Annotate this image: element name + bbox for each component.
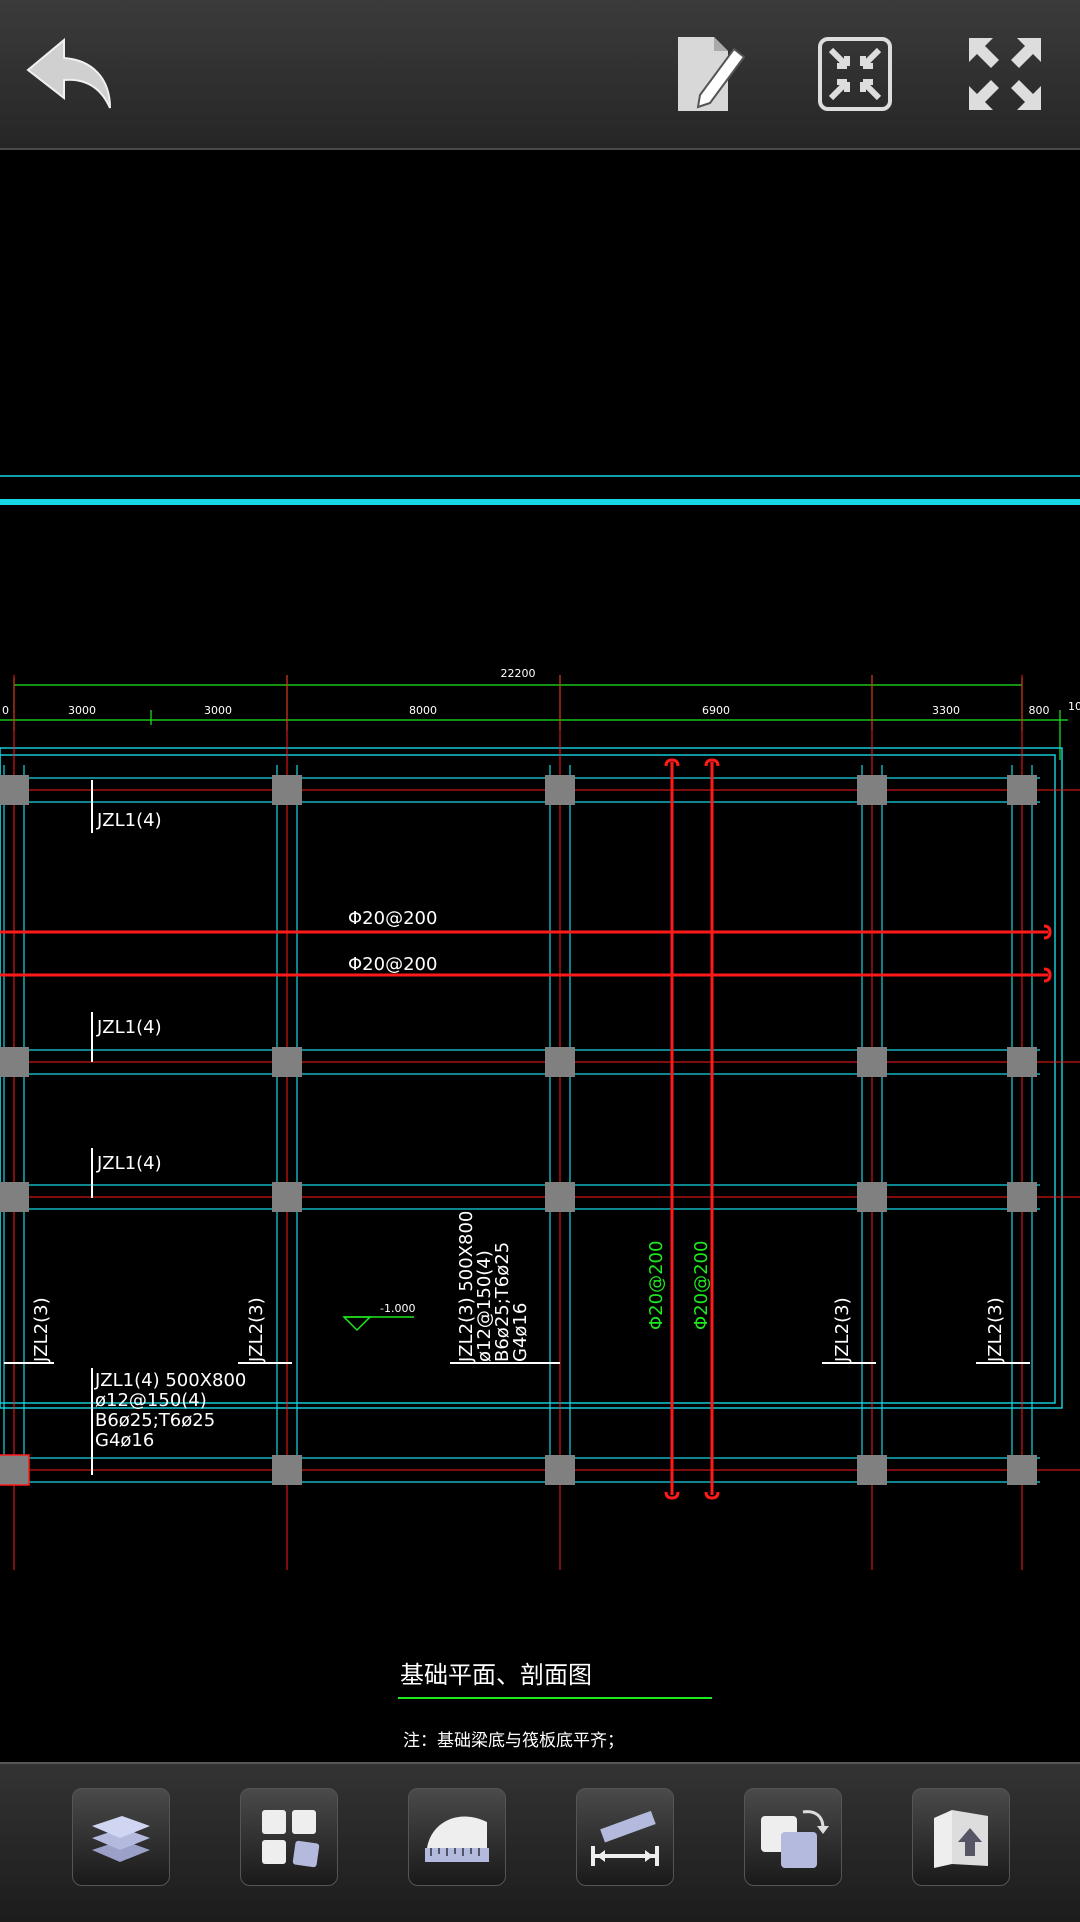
svg-text:ø12@150(4): ø12@150(4): [95, 1390, 207, 1411]
dim-7: 10: [1068, 700, 1080, 713]
label-jzl1-a: JZL1(4): [96, 810, 162, 831]
column: [1007, 775, 1037, 805]
drawing-canvas[interactable]: 22200 0 3000 3000 8000 6900 3300 800 10: [0, 150, 1080, 1762]
bottom-toolbar: [0, 1762, 1080, 1922]
back-arrow-icon[interactable]: [20, 24, 120, 124]
column: [857, 1455, 887, 1485]
column: [545, 1182, 575, 1212]
export-icon[interactable]: [912, 1788, 1010, 1886]
dim-6: 800: [1029, 704, 1050, 717]
jzl2-detail: JZL2(3) 500X800 ø12@150(4) B6ø25;T6ø25 G…: [456, 1211, 531, 1363]
label-jzl2-1: JZL2(3): [31, 1297, 52, 1363]
column: [272, 775, 302, 805]
column: [1007, 1182, 1037, 1212]
svg-text:B6ø25;T6ø25: B6ø25;T6ø25: [492, 1242, 513, 1362]
layers-icon[interactable]: [72, 1788, 170, 1886]
column: [0, 1047, 29, 1077]
dim-3: 8000: [409, 704, 437, 717]
dim-2: 3000: [204, 704, 232, 717]
label-rebar-h2: Φ20@200: [348, 954, 437, 975]
label-jzl2-2: JZL2(3): [246, 1297, 267, 1363]
column: [545, 775, 575, 805]
label-jzl2-3: JZL2(3): [832, 1297, 853, 1363]
rotate-icon[interactable]: [744, 1788, 842, 1886]
label-rebar-v1: Φ20@200: [646, 1241, 667, 1330]
column: [857, 775, 887, 805]
column: [272, 1455, 302, 1485]
column: [272, 1047, 302, 1077]
measure-area-icon[interactable]: [408, 1788, 506, 1886]
top-toolbar: [0, 0, 1080, 150]
column: [857, 1047, 887, 1077]
dim-4: 6900: [702, 704, 730, 717]
column: [0, 1454, 30, 1486]
label-jzl1-c: JZL1(4): [96, 1153, 162, 1174]
dimension-lines: [0, 675, 1068, 760]
dim-5: 3300: [932, 704, 960, 717]
label-jzl2-4: JZL2(3): [985, 1297, 1006, 1363]
drawing-title: 基础平面、剖面图: [400, 1661, 592, 1689]
label-rebar-h1: Φ20@200: [348, 908, 437, 929]
cad-drawing: 22200 0 3000 3000 8000 6900 3300 800 10: [0, 475, 1080, 1751]
column: [545, 1047, 575, 1077]
columns: [0, 775, 1037, 1486]
svg-text:B6ø25;T6ø25: B6ø25;T6ø25: [95, 1410, 215, 1431]
vertical-beams: [3, 675, 1033, 1570]
measure-length-icon[interactable]: [576, 1788, 674, 1886]
elevation-marker: -1.000: [342, 1302, 415, 1332]
jzl1-detail: JZL1(4) 500X800 ø12@150(4) B6ø25;T6ø25 G…: [94, 1370, 246, 1451]
svg-text:JZL1(4) 500X800: JZL1(4) 500X800: [94, 1370, 246, 1391]
column: [1007, 1047, 1037, 1077]
svg-text:ø12@150(4): ø12@150(4): [474, 1250, 495, 1362]
fit-to-screen-icon[interactable]: [805, 24, 905, 124]
column: [0, 1182, 29, 1212]
fullscreen-icon[interactable]: [955, 24, 1055, 124]
rebar-horizontal: [0, 924, 1052, 983]
label-jzl1-b: JZL1(4): [96, 1017, 162, 1038]
column: [1007, 1455, 1037, 1485]
layout-icon[interactable]: [240, 1788, 338, 1886]
column: [545, 1455, 575, 1485]
column: [0, 775, 29, 805]
slab-boundary: [0, 747, 1063, 1409]
dim-0: 0: [2, 704, 9, 717]
label-rebar-v2: Φ20@200: [691, 1241, 712, 1330]
column: [857, 1182, 887, 1212]
rebar-vertical: [664, 758, 720, 1500]
column: [272, 1182, 302, 1212]
svg-text:G4ø16: G4ø16: [95, 1430, 154, 1451]
dim-total: 22200: [501, 667, 536, 680]
drawing-note: 注：基础梁底与筏板底平齐；: [403, 1731, 624, 1751]
svg-text:G4ø16: G4ø16: [510, 1303, 531, 1362]
edit-document-icon[interactable]: [660, 24, 760, 124]
dim-1: 3000: [68, 704, 96, 717]
svg-text:JZL2(3) 500X800: JZL2(3) 500X800: [456, 1211, 477, 1363]
svg-text:-1.000: -1.000: [380, 1302, 415, 1315]
